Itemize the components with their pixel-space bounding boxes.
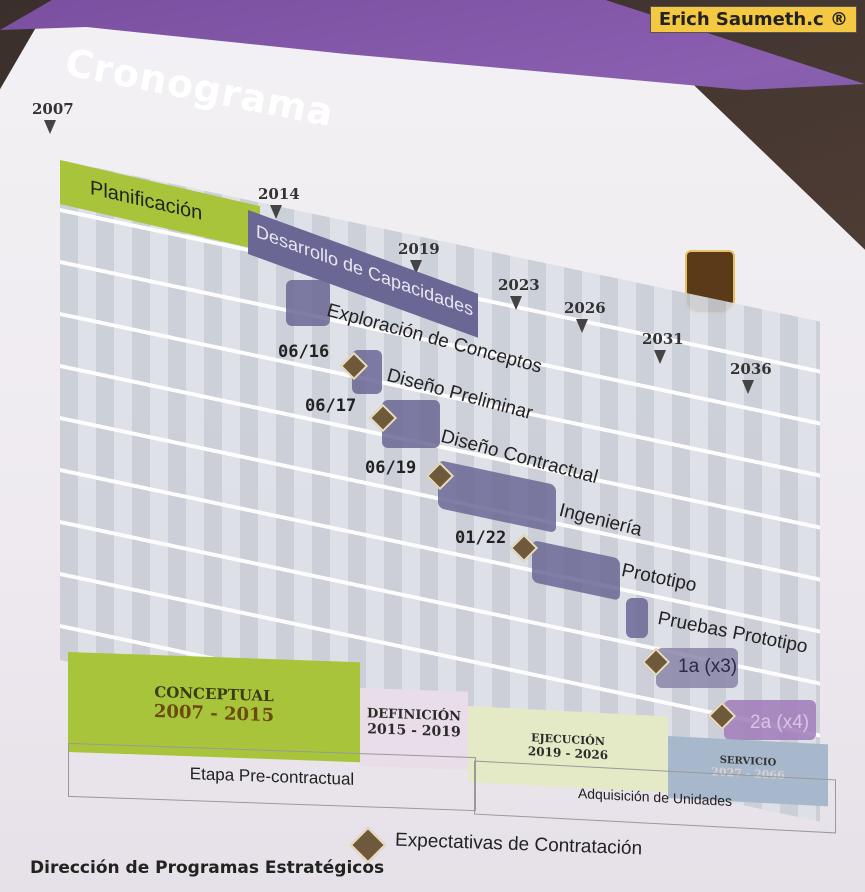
date-0617: 06/17 <box>305 396 357 416</box>
date-0122: 01/22 <box>455 528 507 548</box>
date-0619: 06/19 <box>365 458 417 478</box>
year-2014: 2014 <box>258 185 300 219</box>
stage-definicion-range: 2015 - 2019 <box>367 721 461 741</box>
bar-pruebas-prototipo <box>626 598 648 638</box>
watermark: Erich Saumeth.c ® <box>649 6 857 33</box>
task-1a: 1a (x3) <box>678 656 738 677</box>
year-2007: 2007 <box>32 100 74 134</box>
bar-exploracion <box>286 280 330 326</box>
bar-1a <box>656 648 738 688</box>
year-2031: 2031 <box>642 330 684 364</box>
task-2a: 2a (x4) <box>750 712 810 733</box>
year-2023: 2023 <box>498 276 540 310</box>
year-2036: 2036 <box>730 360 772 394</box>
footer-org: Dirección de Programas Estratégicos <box>30 858 385 878</box>
bar-diseno-contractual <box>382 400 440 448</box>
date-0616: 06/16 <box>278 342 330 362</box>
legend-label: Expectativas de Contratación <box>394 829 643 860</box>
bar-2a <box>724 700 816 740</box>
legend: Expectativas de Contratación <box>349 826 643 864</box>
year-2026: 2026 <box>564 299 606 333</box>
